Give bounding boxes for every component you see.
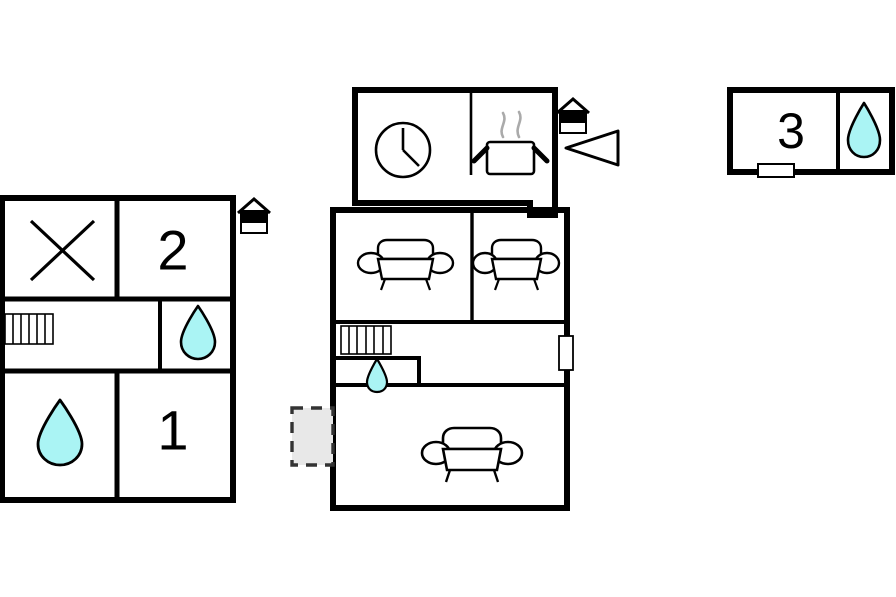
middle-small-bathroom-wall — [336, 356, 421, 385]
middle-upper-outer-wall — [352, 87, 558, 218]
cooking-pot-icon — [471, 110, 550, 176]
water-drop-icon — [36, 398, 84, 467]
middle-building — [290, 87, 620, 511]
room-number-3: 3 — [777, 103, 805, 159]
cross-icon — [29, 219, 96, 282]
clock-icon — [374, 121, 432, 179]
right-building: 3 — [727, 87, 895, 178]
window-icon — [558, 335, 574, 371]
stairs-icon — [340, 325, 392, 355]
room-number-2: 2 — [157, 219, 188, 282]
stairs-icon — [4, 313, 54, 345]
water-drop-icon — [846, 101, 882, 159]
water-drop-icon — [365, 357, 389, 394]
sofa-icon — [356, 238, 455, 291]
right-building-outer-wall — [727, 87, 895, 175]
door-icon — [757, 163, 795, 178]
left-building: 2 1 — [0, 195, 271, 503]
left-building-outer-wall — [0, 195, 236, 503]
water-drop-icon — [179, 304, 217, 361]
terrace-area — [290, 406, 335, 467]
sofa-icon — [420, 426, 524, 483]
view-direction-icon — [564, 129, 620, 167]
sofa-icon — [471, 238, 561, 291]
house-icon — [556, 97, 590, 134]
room-number-1: 1 — [157, 399, 188, 462]
house-icon — [237, 197, 271, 234]
